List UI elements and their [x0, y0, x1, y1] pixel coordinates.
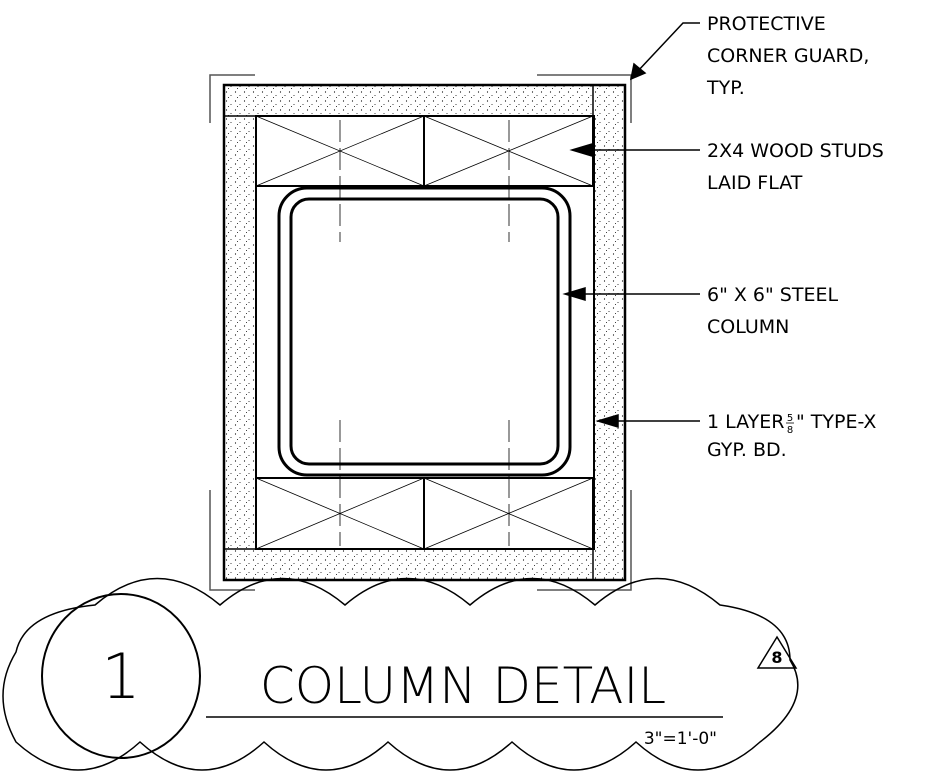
svg-text:CORNER GUARD,: CORNER GUARD,: [707, 45, 869, 67]
svg-text:" TYPE-X: " TYPE-X: [796, 411, 876, 433]
detail-title: COLUMN DETAIL: [260, 657, 666, 715]
svg-text:GYP. BD.: GYP. BD.: [707, 439, 787, 461]
svg-text:2X4 WOOD STUDS: 2X4 WOOD STUDS: [707, 140, 884, 162]
callout-studs: 2X4 WOOD STUDS LAID FLAT: [707, 140, 884, 194]
revision-delta: 8: [756, 635, 798, 669]
callout-corner-guard: PROTECTIVE CORNER GUARD, TYP.: [706, 13, 869, 99]
centerlines: [339, 120, 510, 546]
svg-text:5: 5: [787, 413, 793, 424]
detail-number: 1: [101, 640, 140, 713]
leader-lines: [562, 22, 700, 429]
revision-number: 8: [771, 648, 782, 667]
revision-cloud: [2, 577, 799, 771]
detail-scale: 3"=1'-0": [644, 729, 717, 749]
callout-gyp-board: 1 LAYER 5 8 " TYPE-X GYP. BD.: [707, 411, 876, 461]
svg-text:PROTECTIVE: PROTECTIVE: [707, 13, 826, 35]
svg-text:COLUMN: COLUMN: [707, 316, 789, 338]
detail-number-bubble: 1: [41, 593, 201, 759]
steel-column: [277, 186, 572, 477]
svg-text:8: 8: [787, 425, 793, 436]
svg-text:1 LAYER: 1 LAYER: [707, 411, 784, 433]
callout-column: 6" X 6" STEEL COLUMN: [707, 284, 838, 338]
svg-text:6" X 6" STEEL: 6" X 6" STEEL: [707, 284, 838, 306]
svg-text:TYP.: TYP.: [706, 77, 745, 99]
svg-text:LAID FLAT: LAID FLAT: [707, 172, 803, 194]
